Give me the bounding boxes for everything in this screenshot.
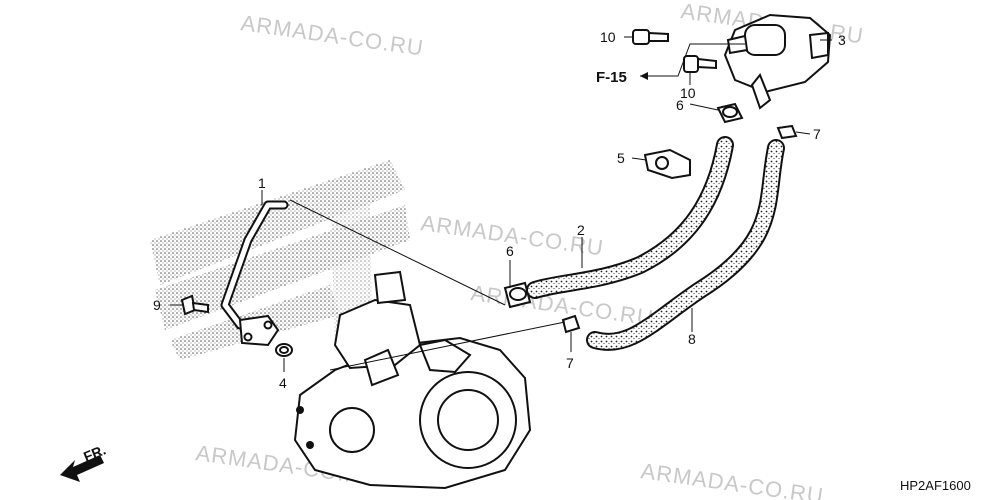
callout-9: 9 bbox=[153, 297, 161, 313]
hose-clamp-upper bbox=[716, 102, 744, 124]
air-hose-short bbox=[526, 136, 734, 299]
hose-clamp-lower bbox=[503, 281, 532, 309]
front-label: FR. bbox=[81, 441, 108, 464]
callout-7-lower: 7 bbox=[566, 355, 574, 371]
front-direction-indicator: FR. bbox=[60, 441, 108, 482]
callout-10-lower: 10 bbox=[680, 85, 696, 101]
callout-5: 5 bbox=[617, 150, 625, 166]
callout-6-lower: 6 bbox=[506, 243, 514, 259]
bolt-upper bbox=[632, 29, 669, 45]
callout-10-upper: 10 bbox=[600, 29, 616, 45]
hose-clip-upper bbox=[776, 124, 798, 140]
watermark: ARMADA-CO.RU bbox=[639, 458, 825, 500]
air-pipe bbox=[220, 200, 289, 347]
air-hose-long bbox=[586, 139, 785, 351]
bolt-lower bbox=[683, 55, 717, 73]
bolt bbox=[180, 294, 209, 316]
callout-2: 2 bbox=[577, 222, 585, 238]
gasket bbox=[275, 343, 293, 357]
callout-6-upper: 6 bbox=[676, 97, 684, 113]
callout-7-upper: 7 bbox=[813, 126, 821, 142]
hose-holder bbox=[643, 148, 691, 180]
leader-lines bbox=[170, 36, 832, 372]
air-injection-valve bbox=[723, 13, 832, 110]
section-reference: F-15 bbox=[596, 69, 627, 86]
callout-4: 4 bbox=[279, 375, 287, 391]
callout-labels: 1 2 3 4 5 6 6 7 7 8 9 10 10 bbox=[153, 29, 846, 391]
watermark: ARMADA-CO.RU bbox=[239, 10, 425, 60]
engine-assembly bbox=[293, 270, 532, 490]
diagram-code: HP2AF1600 bbox=[900, 478, 971, 493]
assembly-guide-lines bbox=[289, 199, 566, 371]
callout-3: 3 bbox=[838, 32, 846, 48]
front-arrow-icon bbox=[60, 455, 104, 482]
callout-1: 1 bbox=[258, 175, 266, 191]
hose-clip-lower bbox=[561, 314, 581, 334]
callout-8: 8 bbox=[688, 331, 696, 347]
